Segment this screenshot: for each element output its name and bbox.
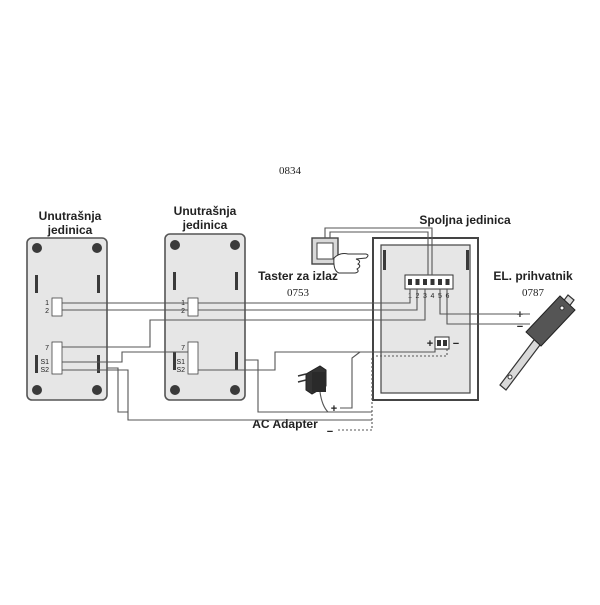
indoor-unit-1-slot: [97, 355, 100, 373]
outdoor-unit-slot: [466, 250, 469, 270]
electric-strike-label: EL. prihvatnik: [493, 269, 573, 283]
outdoor-unit-slot: [383, 250, 386, 270]
outdoor-unit-terminal-screws: [408, 279, 450, 285]
wiring: [62, 227, 530, 431]
indoor-unit-2-screw: [230, 385, 240, 395]
wire-exit-button-b: [329, 231, 429, 275]
terminal-screw: [445, 279, 450, 285]
ac-adapter-cable: [319, 391, 329, 413]
indoor-unit-1-terminal-block: [51, 297, 63, 317]
indoor-unit-1-title-line2: jedinica: [47, 223, 93, 237]
terminal-screw: [443, 340, 447, 346]
terminal-screw: [438, 279, 442, 285]
indoor-unit-2-slot: [235, 272, 238, 290]
terminal-screw: [430, 279, 435, 285]
ac-adapter: + − AC Adapter: [252, 365, 337, 438]
electric-strike-plus: +: [517, 309, 523, 321]
indoor-unit-1-terminal-2: 2: [45, 308, 49, 315]
ac-adapter-pins: [297, 373, 307, 383]
indoor-unit-1-terminal-1: 1: [45, 300, 49, 307]
ac-adapter-minus: −: [327, 426, 333, 438]
strike-body: [525, 295, 576, 347]
indoor-unit-2-terminal-2: 2: [181, 308, 185, 315]
indoor-unit-2-terminal-block: [187, 297, 199, 317]
wire-strike-plus: [439, 289, 530, 315]
indoor-unit-2-terminal-s1: S1: [176, 359, 185, 366]
strike-screw: [507, 374, 513, 380]
electric-strike: EL. prihvatnik 0787 + −: [493, 269, 576, 391]
hand-icon: [333, 253, 369, 274]
wire-adapter-plus: [340, 351, 361, 409]
terminal-screw: [415, 279, 420, 285]
wire-line-3: [245, 289, 426, 321]
wire-line-7: [62, 319, 245, 348]
wire-adapter-minus: [338, 349, 448, 431]
wire-unit1-bottom: [107, 367, 128, 413]
indoor-unit-2-title-line2: jedinica: [182, 218, 228, 232]
outdoor-unit-plus: +: [427, 338, 433, 350]
electric-strike-code: 0787: [522, 287, 545, 299]
ac-adapter-plus: +: [331, 403, 337, 415]
wire-line-1b: [198, 289, 411, 304]
indoor-unit-2-terminal-block: [187, 341, 199, 375]
indoor-unit-2-panel: [164, 233, 246, 401]
indoor-unit-2-terminal-7: 7: [181, 345, 185, 352]
terminal-screw: [437, 340, 441, 346]
indoor-unit-1-slot: [35, 275, 38, 293]
indoor-unit-1-terminal-s2: S2: [40, 367, 49, 374]
indoor-unit-2-terminal-s2: S2: [176, 367, 185, 374]
indoor-unit-1-slot: [35, 355, 38, 373]
indoor-unit-1-screw: [32, 385, 42, 395]
indoor-unit-1-slot: [97, 275, 100, 293]
indoor-unit-1-terminal-7: 7: [45, 345, 49, 352]
ac-adapter-body: [312, 372, 326, 392]
indoor-unit-1-screw: [92, 243, 102, 253]
outdoor-unit-terminal-block: [404, 274, 454, 290]
indoor-unit-2-screw: [230, 240, 240, 250]
indoor-unit-1: Unutrašnja jedinica 1 2 7 S1 S2: [26, 209, 108, 401]
indoor-unit-2-slot: [173, 352, 176, 370]
outdoor-unit: Spoljna jedinica 1 2 3 4 5 6 + −: [372, 213, 511, 401]
wire-strike-minus: [446, 289, 530, 325]
indoor-unit-1-terminal-s1: S1: [40, 359, 49, 366]
indoor-unit-2-screw: [170, 240, 180, 250]
wire-line-2b: [198, 289, 418, 311]
indoor-unit-2-title-line1: Unutrašnja: [174, 204, 237, 218]
exit-button-code: 0753: [287, 287, 310, 299]
wire-s2b: [198, 349, 436, 371]
exit-button-label: Taster za izlaz: [258, 269, 338, 283]
wire-s1: [62, 351, 188, 363]
strike-screw: [559, 305, 565, 311]
terminal-screw: [408, 279, 412, 285]
wire-exit-button-a: [324, 227, 433, 275]
indoor-unit-2-screw: [170, 385, 180, 395]
electric-strike-minus: −: [517, 321, 523, 333]
terminal-screw: [423, 279, 427, 285]
indoor-unit-1-screw: [32, 243, 42, 253]
wire-unit2-bottom: [245, 359, 372, 413]
diagram-code: 0834: [279, 165, 302, 177]
exit-button-face: [316, 242, 334, 260]
outdoor-unit-terminal-4: 4: [431, 293, 435, 300]
indoor-unit-1-screw: [92, 385, 102, 395]
indoor-unit-1-title-line1: Unutrašnja: [39, 209, 102, 223]
indoor-unit-2: Unutrašnja jedinica 1 2 7 S1 S2: [164, 204, 246, 401]
wire-s2: [62, 369, 372, 421]
indoor-unit-1-panel: [26, 237, 108, 401]
exit-button: Taster za izlaz 0753: [258, 237, 369, 299]
indoor-unit-2-slot: [235, 352, 238, 370]
outdoor-unit-minus: −: [453, 338, 459, 350]
ac-adapter-label: AC Adapter: [252, 417, 318, 431]
indoor-unit-2-slot: [173, 272, 176, 290]
outdoor-unit-label: Spoljna jedinica: [419, 213, 511, 227]
indoor-unit-1-terminal-block: [51, 341, 63, 375]
